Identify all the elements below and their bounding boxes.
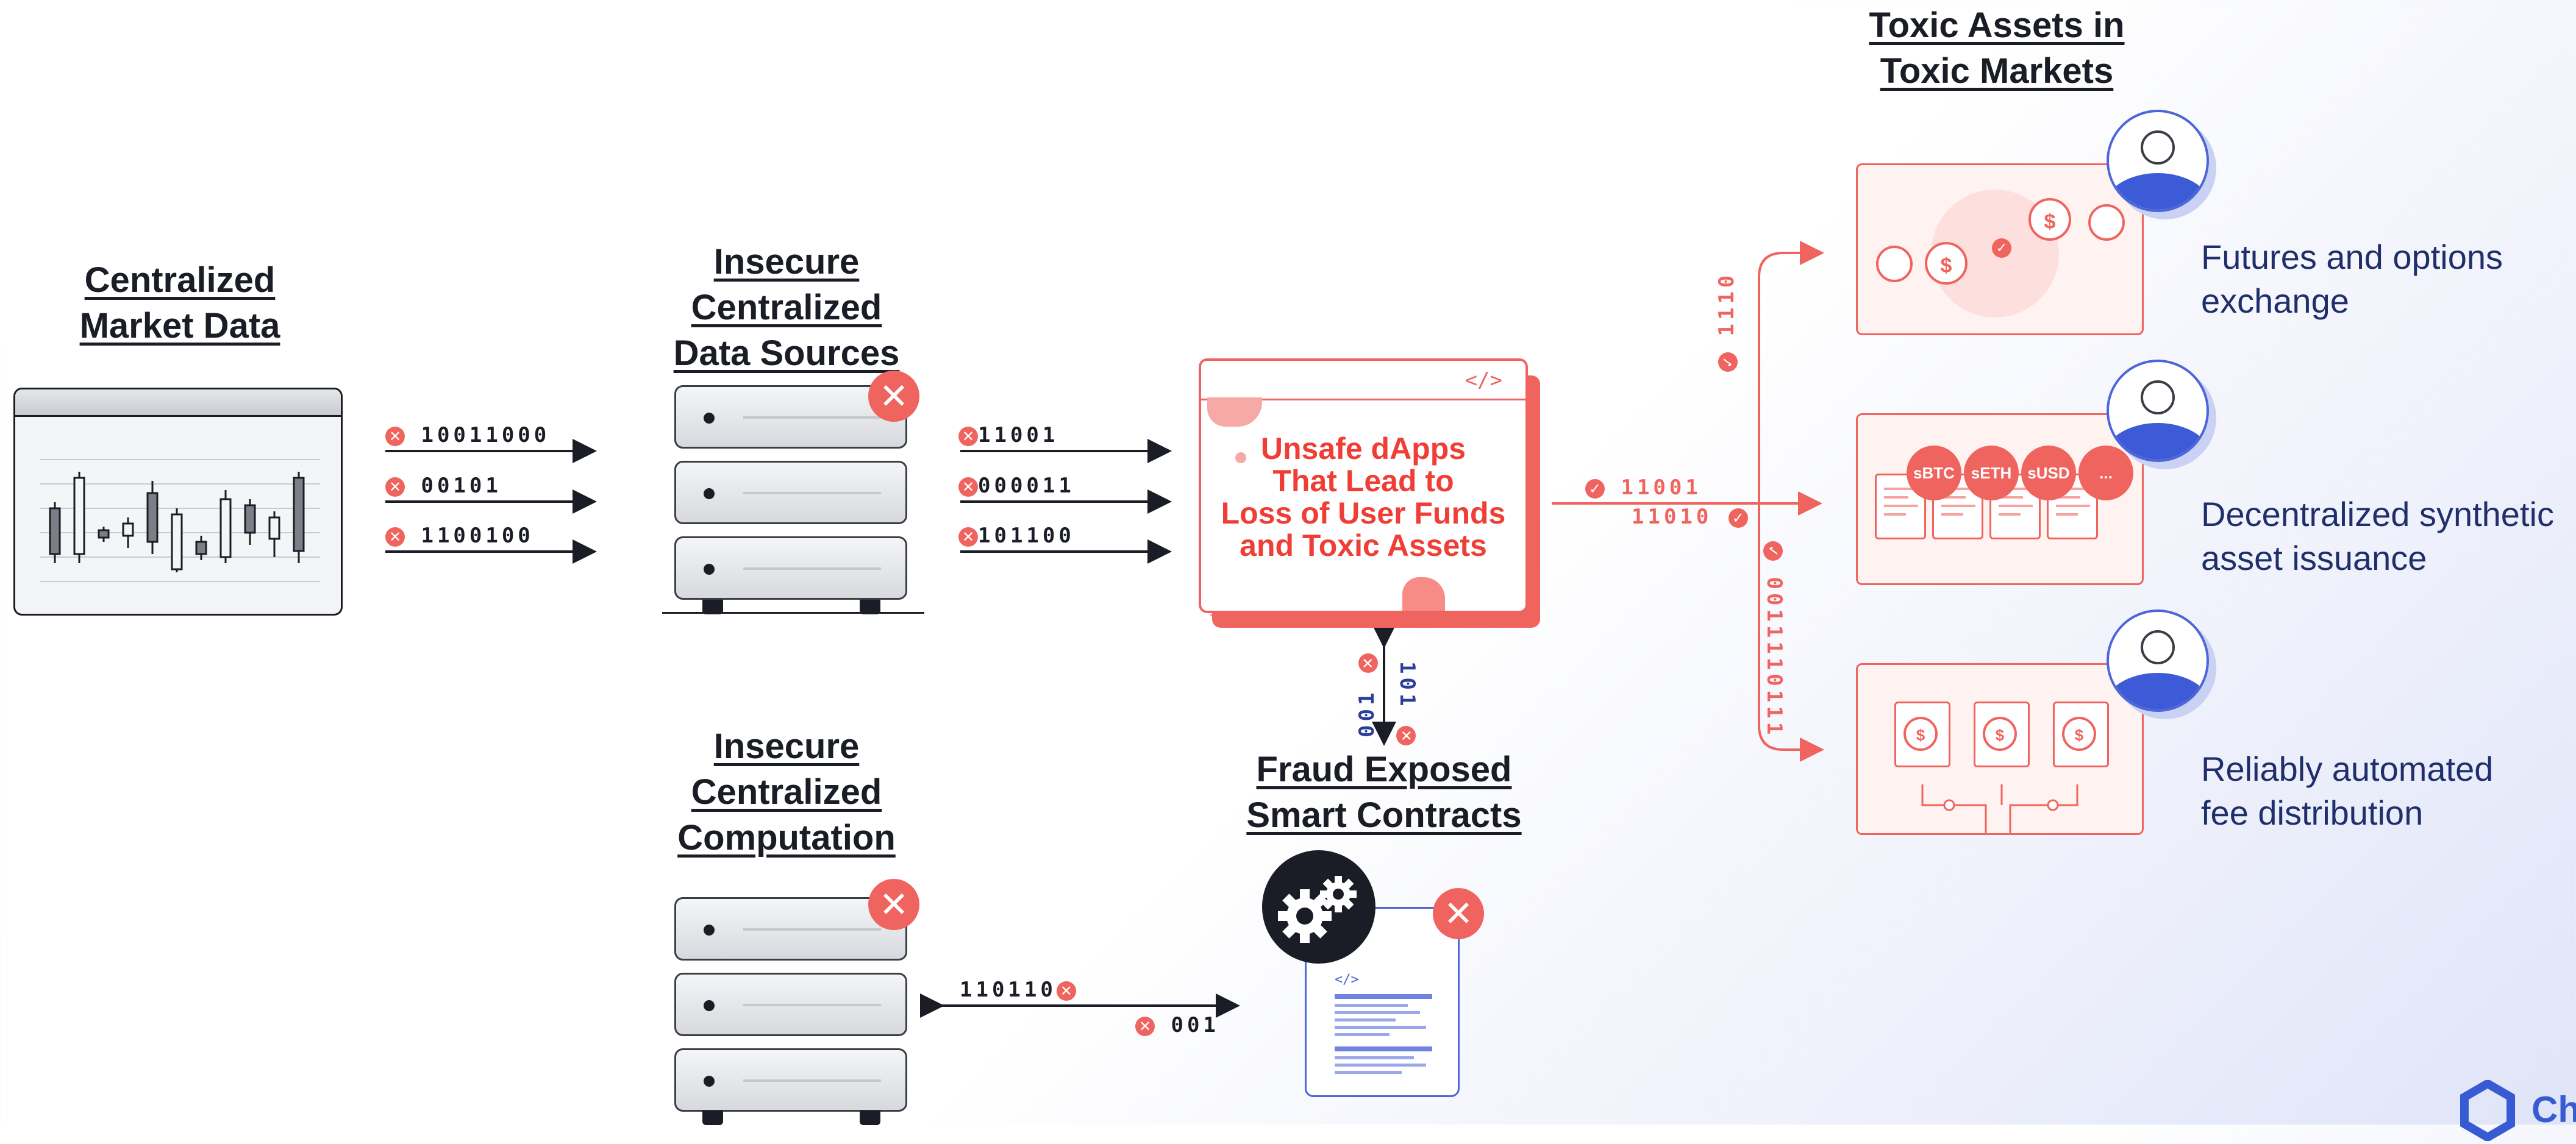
bitstream-4: ✕11001 xyxy=(958,423,1058,447)
bitstream-branch-bottom: ✓ 0011110111 xyxy=(1762,541,1786,738)
server-foot xyxy=(860,1110,880,1125)
user-icon xyxy=(2107,609,2209,712)
server-unit xyxy=(674,385,907,449)
dollar-coin-icon: $ xyxy=(1983,717,2017,751)
dollar-document-icon: $ xyxy=(1974,702,2030,767)
close-icon: ✕ xyxy=(868,879,919,930)
bitstream-dapp-contract-1: 001 ✕ xyxy=(1355,653,1379,737)
bitstream-6: ✕101100 xyxy=(958,524,1075,548)
dapp-blob-decor xyxy=(1235,452,1246,463)
user-icon xyxy=(1876,246,1913,282)
code-icon: </> xyxy=(1335,972,1359,987)
code-icon: </> xyxy=(1465,368,1502,393)
close-icon: ✕ xyxy=(1358,653,1378,673)
market-to-sources-arrows xyxy=(385,439,597,564)
dapp-blob-decor xyxy=(1402,577,1445,611)
dollar-coin-icon: $ xyxy=(2028,198,2071,241)
close-icon: ✕ xyxy=(385,477,405,497)
dollar-document-icon: $ xyxy=(2053,702,2109,767)
close-icon: ✕ xyxy=(958,426,978,446)
dollar-coin-icon: $ xyxy=(2062,717,2096,751)
bitstream-out-1: ✓ 11001 xyxy=(1585,475,1702,500)
fee-distribution-card: $ $ $ xyxy=(1856,663,2144,835)
bitstream-out-2: 11010 ✓ xyxy=(1632,505,1748,529)
sources-to-dapp-arrows xyxy=(960,439,1172,564)
close-icon: ✕ xyxy=(1396,725,1416,745)
bitstream-compute-2: ✕ 001 xyxy=(1135,1013,1219,1037)
check-icon: ✓ xyxy=(1718,352,1738,372)
bitstream-1: ✕ 10011000 xyxy=(385,423,550,447)
market-data-chart-window xyxy=(13,388,343,616)
server-stack-computation xyxy=(671,897,915,1125)
close-icon: ✕ xyxy=(1135,1016,1155,1036)
server-base-line xyxy=(662,612,924,614)
server-unit xyxy=(674,1048,907,1112)
check-icon: ✓ xyxy=(1992,238,2011,258)
dapp-titlebar: </> xyxy=(1201,361,1525,400)
server-unit xyxy=(674,973,907,1036)
close-icon: ✕ xyxy=(868,371,919,422)
gear-icon xyxy=(1262,850,1375,964)
dollar-coin-icon: $ xyxy=(1903,717,1938,751)
server-foot xyxy=(702,600,723,614)
dapp-blob-decor xyxy=(1207,397,1262,427)
server-foot xyxy=(860,600,880,614)
server-unit xyxy=(674,461,907,524)
window-titlebar xyxy=(15,389,341,417)
bitstream-compute-1: 110110✕ xyxy=(960,978,1076,1002)
dollar-document-icon: $ xyxy=(1894,702,1950,767)
dapp-output-arrows xyxy=(1552,241,1824,762)
futures-exchange-card: $ $ ✓ xyxy=(1856,163,2144,335)
candlestick-chart-icon xyxy=(40,459,320,582)
brand-name-partial: Ch xyxy=(2531,1089,2576,1130)
user-icon xyxy=(2107,110,2209,212)
server-stack-data-sources xyxy=(662,385,924,617)
user-icon xyxy=(2088,204,2125,241)
bitstream-dapp-contract-2: 101 ✕ xyxy=(1395,661,1419,745)
server-foot xyxy=(702,1110,723,1125)
bitstream-branch-top: ✓ 1110 xyxy=(1714,272,1739,372)
server-unit xyxy=(674,536,907,600)
check-icon: ✓ xyxy=(1585,478,1605,499)
bitstream-3: ✕ 1100100 xyxy=(385,524,534,548)
close-icon: ✕ xyxy=(1433,888,1484,939)
close-icon: ✕ xyxy=(1056,981,1076,1001)
check-icon: ✓ xyxy=(1728,508,1748,528)
user-icon xyxy=(2107,360,2209,462)
bitstream-2: ✕ 00101 xyxy=(385,474,502,498)
synthetic-assets-card: sBTC sETH sUSD ... xyxy=(1856,413,2144,585)
document-icon xyxy=(1875,474,1926,539)
close-icon: ✕ xyxy=(385,426,405,446)
token-susd: sUSD xyxy=(2021,446,2076,500)
token-seth: sETH xyxy=(1964,446,2019,500)
bitstream-5: ✕000011 xyxy=(958,474,1075,498)
close-icon: ✕ xyxy=(958,477,978,497)
token-sbtc: sBTC xyxy=(1907,446,1961,500)
distribution-lines xyxy=(1921,784,2078,833)
close-icon: ✕ xyxy=(385,527,405,547)
dollar-coin-icon: $ xyxy=(1925,242,1968,285)
close-icon: ✕ xyxy=(958,527,978,547)
chainlink-logo xyxy=(2457,1078,2518,1143)
check-icon: ✓ xyxy=(1763,541,1783,561)
